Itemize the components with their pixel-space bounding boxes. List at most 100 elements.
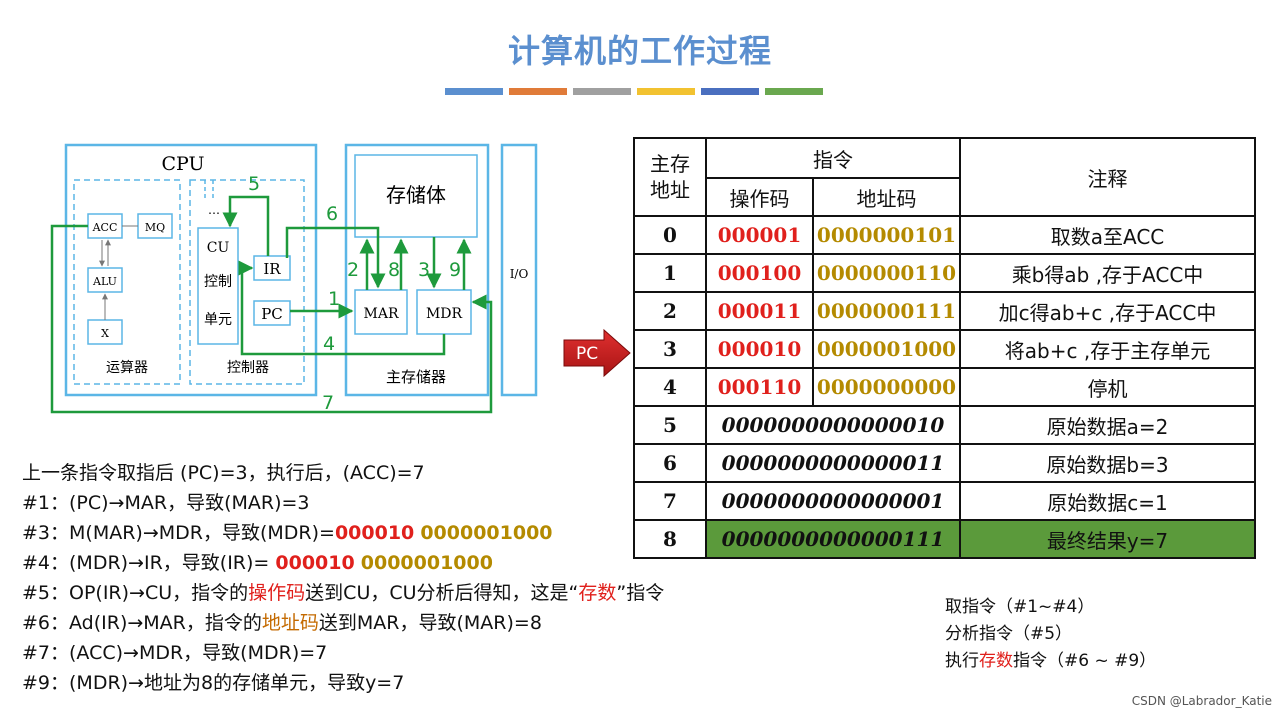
alu-group-box (73, 179, 181, 385)
acc-label: ACC (92, 221, 118, 234)
phase-legend: 取指令（#1~#4） 分析指令（#5） 执行存数指令（#6 ~ #9） (945, 594, 1156, 675)
row-data: 0000000000000010 (705, 405, 961, 445)
row-address: 8 (633, 519, 707, 559)
step-4-address: 0000001000 (360, 552, 493, 574)
legend-fetch: 取指令（#1~#4） (945, 597, 1095, 617)
page-title: 计算机的工作过程 (507, 32, 772, 70)
ir-register (253, 255, 291, 281)
legend-decode: 分析指令（#5） (945, 624, 1073, 644)
step-5-text: 送到CU，CU分析后得知，这是“ (305, 582, 579, 604)
step-4-opcode: 000010 (275, 552, 355, 574)
execution-steps: 上一条指令取指后 (PC)=3，执行后，(ACC)=7 #1：(PC)→MAR，… (22, 458, 902, 698)
color-bar-segment (637, 88, 695, 95)
row-address: 6 (633, 443, 707, 483)
ir-label: IR (263, 260, 281, 278)
table-row-final: 8 0000000000000111 最终结果y=7 (633, 519, 1256, 559)
computer-diagram: CPU ACC MQ ALU X 运算器 … CU 控制 单元 IR PC 控制… (50, 143, 538, 414)
step-6-text: 送到MAR，导致(MAR)=8 (318, 612, 542, 634)
mdr-label: MDR (426, 306, 463, 322)
row-address: 3 (633, 329, 707, 369)
io-box (500, 143, 538, 397)
step-label-8: 8 (388, 259, 400, 281)
row-address: 1 (633, 253, 707, 293)
storage-label: 存储体 (386, 183, 446, 207)
ellipsis: … (208, 203, 220, 217)
header-address: 主存 地址 (633, 137, 707, 217)
pc-pointer-arrow: PC (563, 328, 631, 378)
row-note: 取数a至ACC (959, 215, 1256, 255)
main-memory-label: 主存储器 (386, 368, 446, 386)
table-row: 0 000001 0000000101 取数a至ACC (633, 215, 1256, 255)
table-subheader-row: 操作码 地址码 (634, 177, 1255, 217)
header-opcode: 操作码 (705, 177, 814, 217)
header-note: 注释 (959, 137, 1256, 217)
row-note: 加c得ab+c ,存于ACC中 (959, 291, 1256, 331)
color-bar-segment (509, 88, 567, 95)
color-bar-segment (701, 88, 759, 95)
step-3-address: 0000001000 (420, 522, 553, 544)
storage-box (354, 154, 478, 238)
step-4-text: #4：(MDR)→IR，导致(IR)= (22, 552, 276, 574)
color-bar-segment (445, 88, 503, 95)
io-label: I/O (510, 267, 529, 281)
flow-arrow-4 (238, 260, 446, 356)
step-label-2: 2 (347, 259, 359, 281)
alu-label: ALU (92, 275, 117, 288)
alu-unit (87, 267, 123, 293)
step-3-opcode: 000010 (334, 522, 415, 544)
legend-execute: 执行存数指令（#6 ~ #9） (945, 648, 1156, 675)
row-address-code: 0000000101 (812, 215, 961, 255)
step-9: #9：(MDR)→地址为8的存储单元，导致y=7 (22, 672, 405, 694)
watermark: CSDN @Labrador_Katie (1131, 694, 1272, 708)
mdr-register (416, 289, 472, 335)
row-opcode: 000110 (705, 367, 814, 407)
row-address-code: 0000000000 (812, 367, 961, 407)
row-opcode: 000001 (705, 215, 814, 255)
step-5: #5：OP(IR)→CU，指令的操作码送到CU，CU分析后得知，这是“存数”指令 (22, 578, 902, 608)
row-address: 7 (633, 481, 707, 521)
flow-arrow-7 (50, 224, 493, 414)
memory-table: 主存 地址 指令 注释 操作码 地址码 0 000001 0000000101 … (633, 137, 1256, 559)
legend-store-term: 存数 (979, 651, 1013, 671)
row-note: 原始数据a=2 (959, 405, 1256, 445)
row-note: 原始数据b=3 (959, 443, 1256, 483)
flow-arrow-5 (222, 195, 270, 256)
table-row: 3 000010 0000001000 将ab+c ,存于主存单元 (633, 329, 1256, 369)
row-address: 4 (633, 367, 707, 407)
pc-arrow-label: PC (576, 344, 598, 364)
step-label-6: 6 (326, 203, 338, 225)
step-label-5: 5 (248, 173, 260, 195)
step-6-address-term: 地址码 (261, 612, 319, 634)
cu-unit (197, 227, 239, 345)
step-4: #4：(MDR)→IR，导致(IR)= 000010 0000001000 (22, 548, 902, 578)
cpu-box (64, 143, 318, 397)
header-address-line2: 地址 (650, 178, 690, 202)
step-7: #7：(ACC)→MDR，导致(MDR)=7 (22, 642, 328, 664)
row-note: 原始数据c=1 (959, 481, 1256, 521)
pc-label: PC (261, 305, 283, 323)
table-row: 5 0000000000000010 原始数据a=2 (633, 405, 1256, 445)
row-opcode: 000100 (705, 253, 814, 293)
step-5-opcode-term: 操作码 (248, 582, 306, 604)
flow-arrow-6 (285, 226, 386, 289)
mar-register (354, 289, 408, 335)
mar-label: MAR (364, 306, 399, 322)
header-address-code: 地址码 (812, 177, 961, 217)
main-memory-box (344, 143, 490, 397)
row-address: 0 (633, 215, 707, 255)
control-group-label: 控制器 (227, 360, 269, 376)
row-opcode: 000011 (705, 291, 814, 331)
step-5-text: #5：OP(IR)→CU，指令的 (22, 582, 249, 604)
table-row: 6 0000000000000011 原始数据b=3 (633, 443, 1256, 483)
pc-arrow-shape (563, 328, 631, 378)
row-address-code: 0000001000 (812, 329, 961, 369)
mq-register (137, 213, 173, 239)
control-group-box (189, 179, 305, 385)
table-row: 1 000100 0000000110 乘b得ab ,存于ACC中 (633, 253, 1256, 293)
color-bar-segment (765, 88, 823, 95)
table-row: 7 0000000000000001 原始数据c=1 (633, 481, 1256, 521)
cpu-label: CPU (161, 153, 204, 175)
header-instruction: 指令 (705, 137, 961, 179)
row-address-code: 0000000111 (812, 291, 961, 331)
table-header-row: 主存 地址 指令 注释 (633, 137, 1256, 217)
